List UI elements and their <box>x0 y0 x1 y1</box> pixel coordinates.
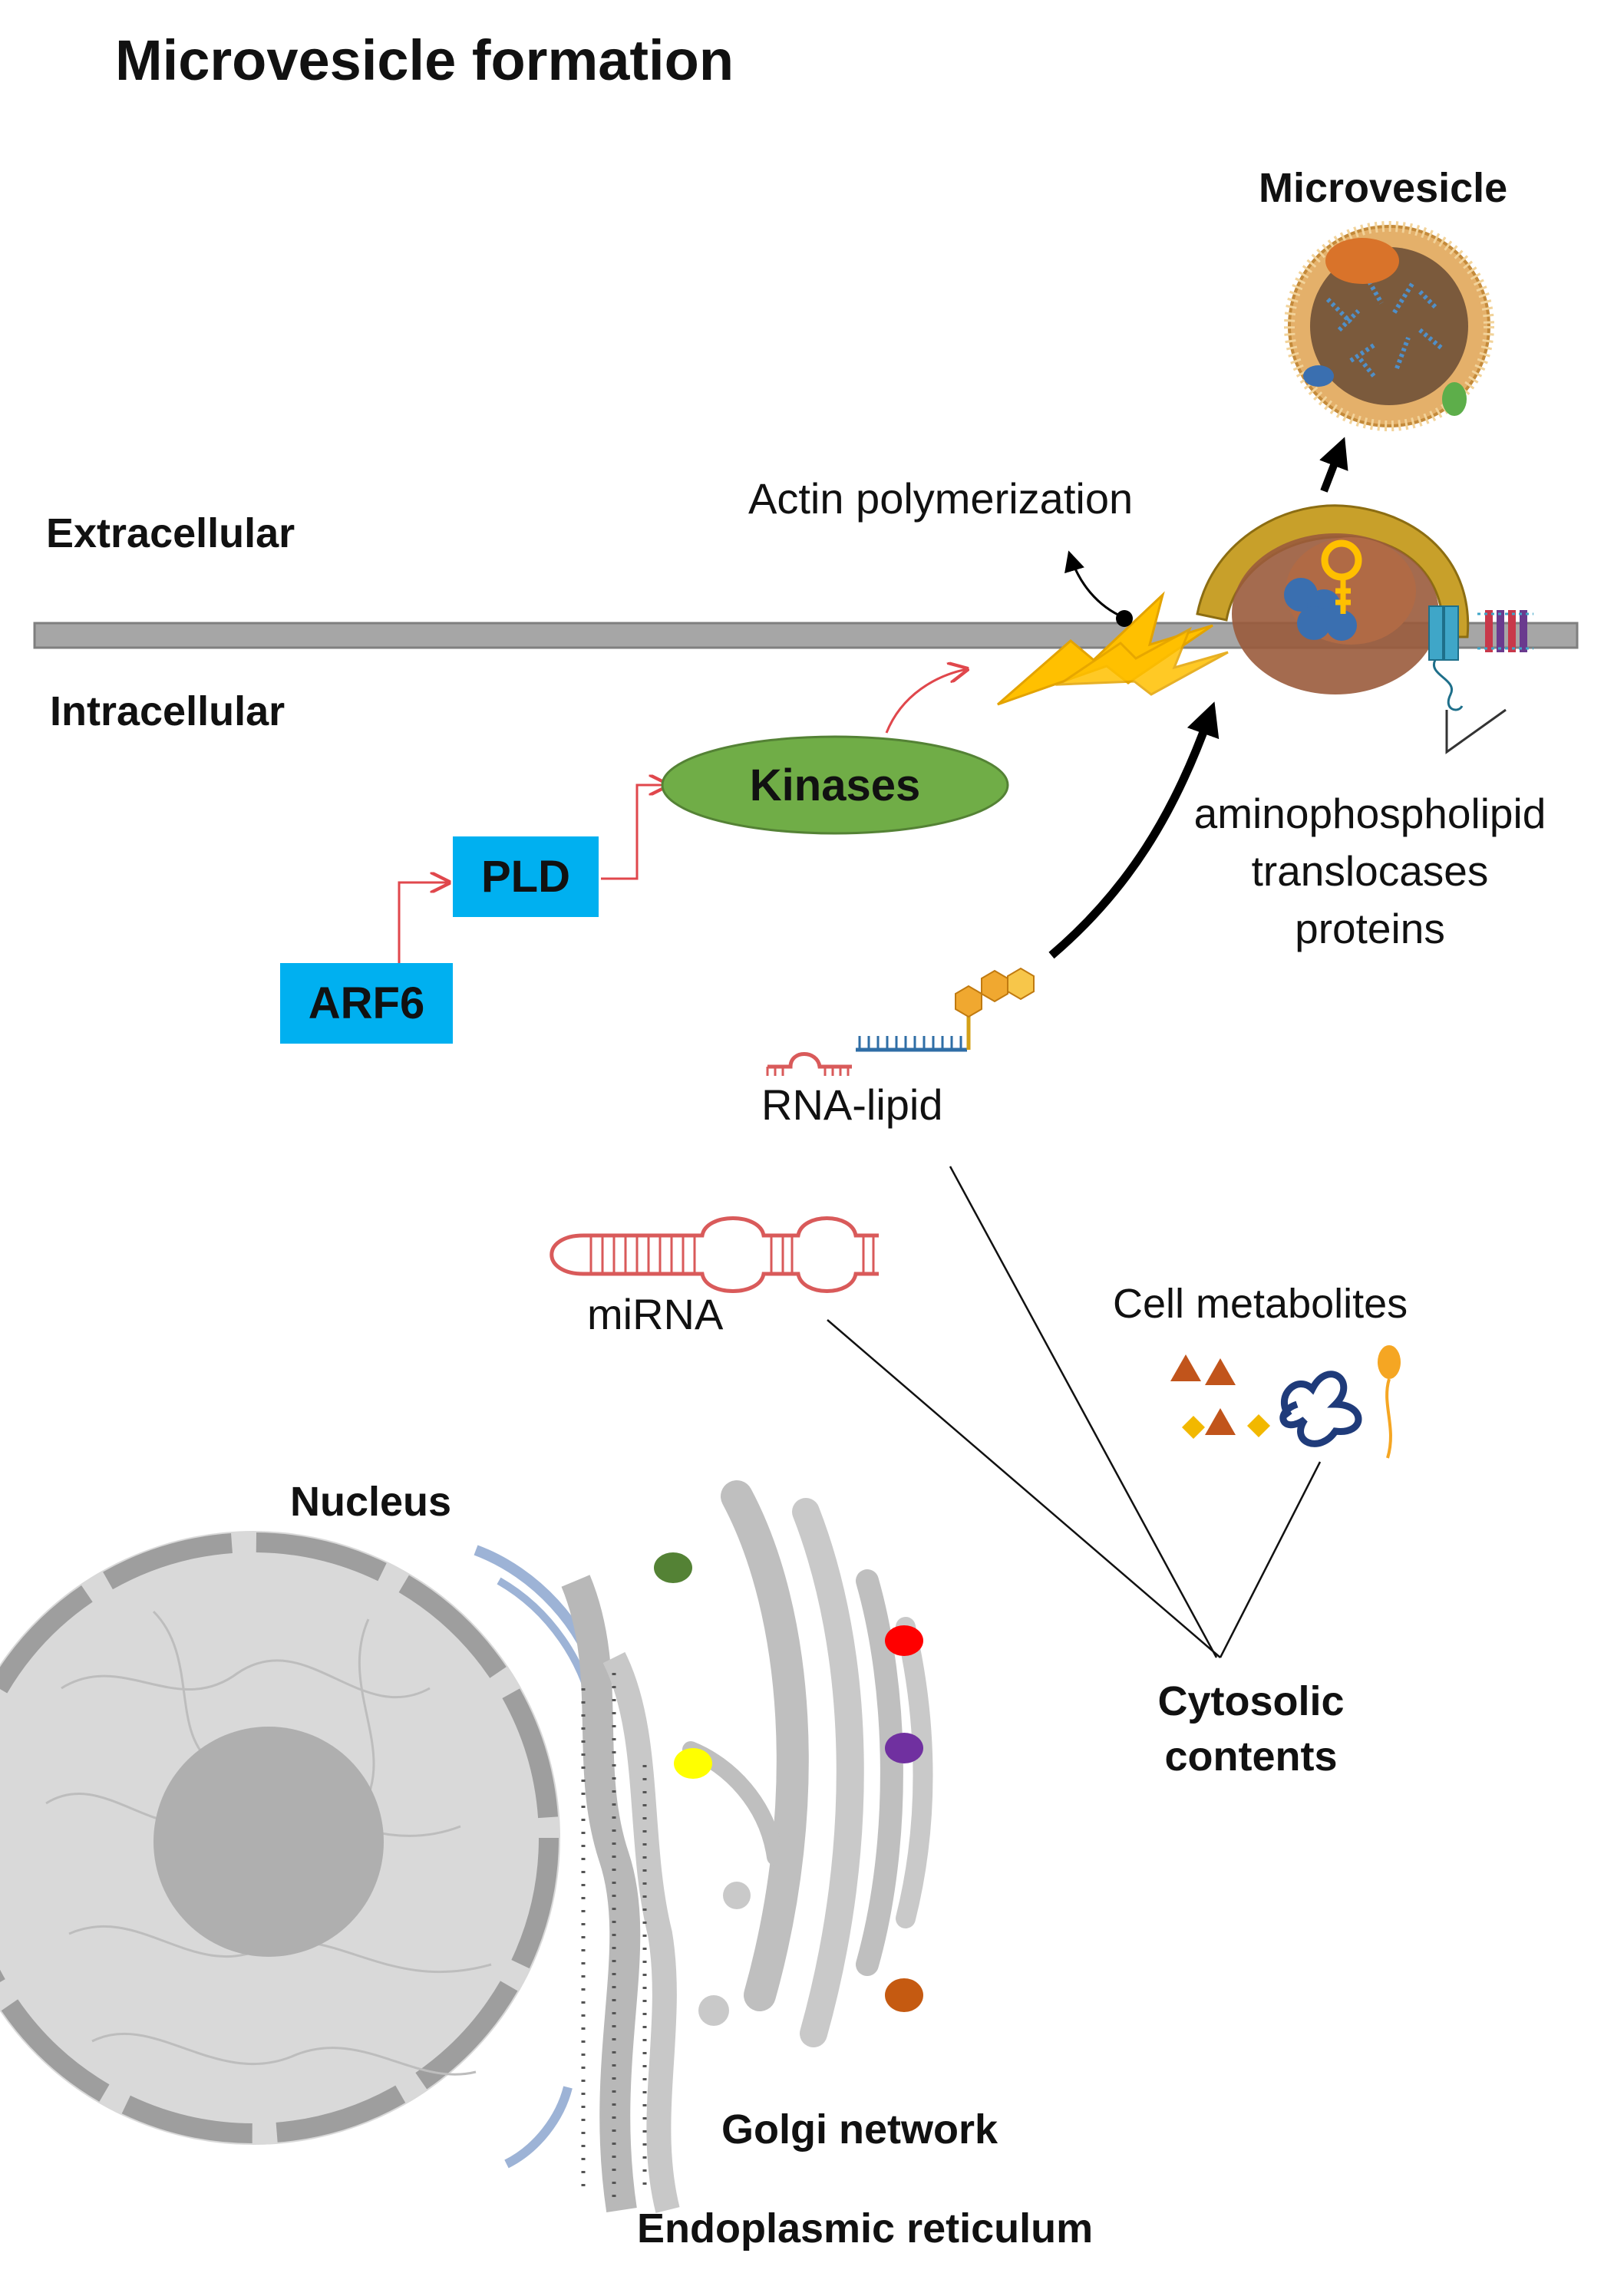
cell-metabolites-label: Cell metabolites <box>1113 1281 1408 1327</box>
translocases-label-line1: aminophospholipid <box>1193 790 1546 837</box>
rna-lipid-label: RNA-lipid <box>761 1080 943 1129</box>
nucleus-label: Nucleus <box>290 1479 452 1525</box>
page-title: Microvesicle formation <box>115 28 734 92</box>
golgi-vesicles-icon <box>654 1552 923 2012</box>
cytosolic-pointer-lines <box>827 1166 1322 1658</box>
release-arrow <box>1319 437 1348 493</box>
arf6-box: ARF6 <box>280 963 453 1044</box>
translocases-label-line3: proteins <box>1295 905 1445 952</box>
intracellular-label: Intracellular <box>50 688 286 734</box>
signaling-pathway-arrows <box>398 669 967 963</box>
budding-vesicle-icon <box>1196 504 1470 694</box>
kinases-label: Kinases <box>749 760 921 810</box>
actin-pointer-arrow <box>1064 550 1125 619</box>
cytosolic-label-line1: Cytosolic <box>1157 1678 1345 1724</box>
mirna-icon <box>550 1216 879 1293</box>
translocase-proteins-icon <box>1428 605 1533 711</box>
actin-pointer-dot <box>1116 610 1133 627</box>
actin-polymerization-label: Actin polymerization <box>748 474 1134 523</box>
pld-box: PLD <box>453 836 599 917</box>
lightning-icon <box>997 591 1229 706</box>
nucleus-icon <box>0 1531 560 2145</box>
microvesicle-label: Microvesicle <box>1259 165 1508 211</box>
endoplasmic-reticulum-icon <box>474 1545 680 2213</box>
translocases-label-line2: translocases <box>1251 847 1489 895</box>
extracellular-label: Extracellular <box>46 510 295 556</box>
er-label: Endoplasmic reticulum <box>637 2205 1094 2251</box>
rna-lipid-icon <box>766 967 1035 1076</box>
trafficking-arrow <box>1048 701 1220 959</box>
golgi-label: Golgi network <box>721 2106 998 2152</box>
microvesicle-icon <box>1284 221 1494 431</box>
cytosolic-label-line2: contents <box>1164 1734 1338 1780</box>
mirna-label: miRNA <box>587 1290 724 1338</box>
kinases-ellipse <box>661 735 1009 835</box>
translocase-pointer-lines <box>1445 708 1507 754</box>
cell-metabolites-icon <box>1170 1345 1401 1459</box>
golgi-network-icon <box>682 1480 933 2047</box>
